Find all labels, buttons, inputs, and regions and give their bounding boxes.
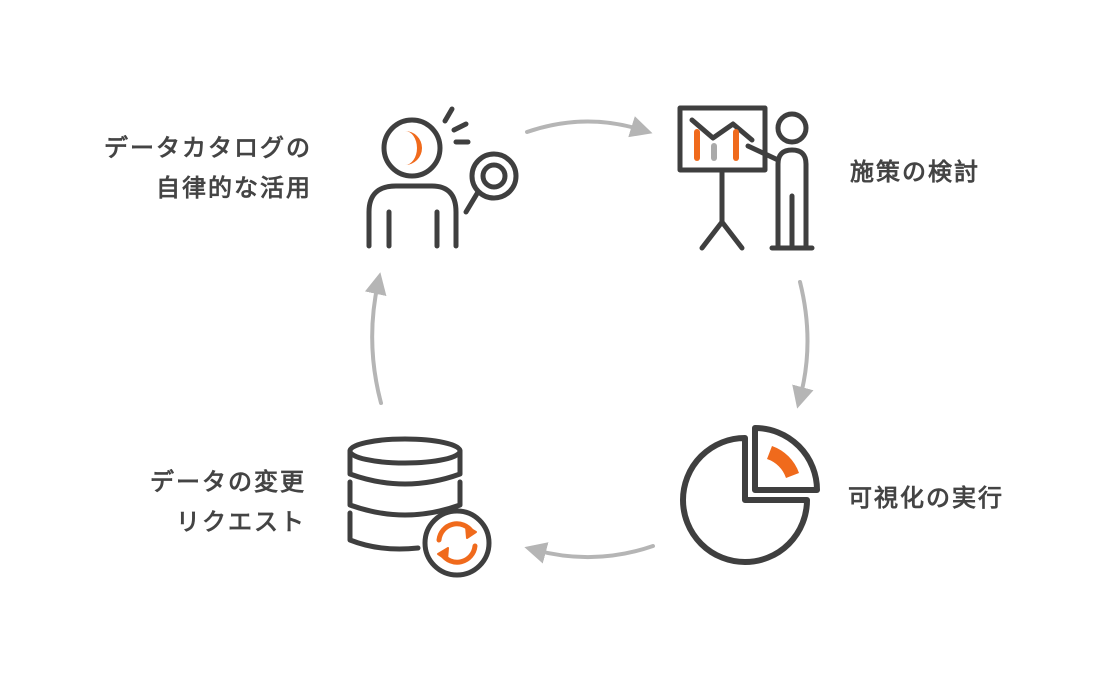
- step-label-plan: 施策の検討: [850, 152, 980, 192]
- step-label-request: データの変更 リクエスト: [150, 462, 306, 542]
- step-label-visualize-line-1: 可視化の実行: [848, 484, 1004, 512]
- step-label-visualize: 可視化の実行: [848, 478, 1004, 518]
- arrow-request-to-catalog: [364, 272, 387, 405]
- person-search-icon: [366, 106, 519, 249]
- arrow-catalog-to-plan: [525, 116, 653, 138]
- presentation-icon: [677, 105, 815, 251]
- step-label-plan-line-1: 施策の検討: [850, 158, 980, 186]
- pie-chart-icon: [680, 425, 820, 565]
- step-label-catalog: データカタログの 自律的な活用: [104, 128, 312, 208]
- step-label-catalog-line-2: 自律的な活用: [156, 174, 312, 202]
- arrow-plan-to-visualize: [792, 280, 814, 409]
- step-label-request-line-2: リクエスト: [176, 508, 306, 536]
- database-sync-icon: [347, 436, 492, 578]
- step-label-request-line-1: データの変更: [150, 468, 306, 496]
- step-label-catalog-line-1: データカタログの: [104, 134, 312, 162]
- arrow-visualize-to-request: [524, 542, 655, 564]
